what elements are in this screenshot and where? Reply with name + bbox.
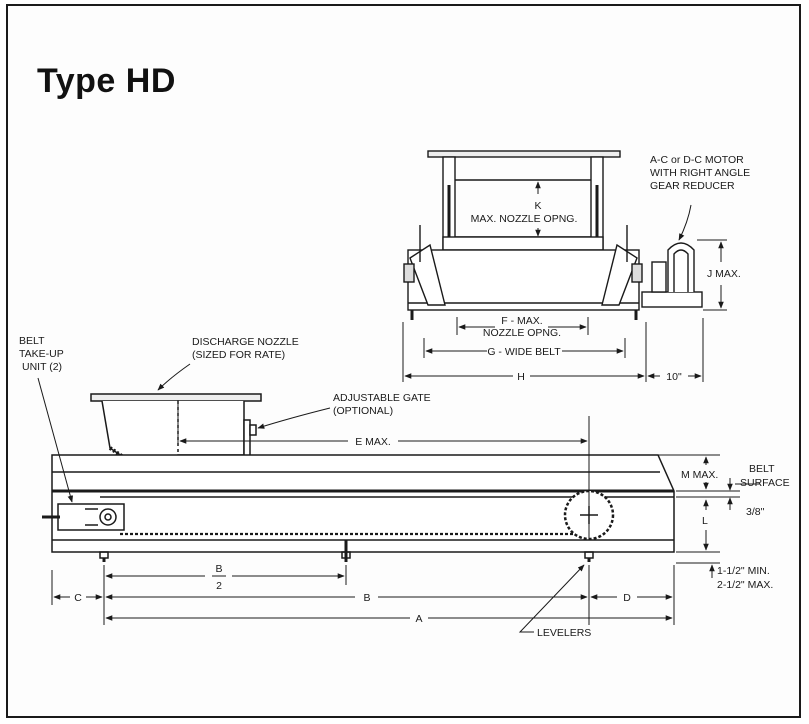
b-half-denominator: 2 [216,580,222,592]
side-view-dimensions [37,363,760,633]
f-sublabel: NOZZLE OPNG. [483,327,561,339]
gate-label-line-1: ADJUSTABLE GATE [333,392,431,404]
nozzle-label-line-2: (SIZED FOR RATE) [192,349,285,361]
nozzle-label-line-1: DISCHARGE NOZZLE [192,336,299,348]
d-label: D [623,592,631,604]
belt-surface-label-line-1: BELT [749,463,775,475]
belt-surface-label-line-2: SURFACE [740,477,790,489]
h-label: H [517,371,525,383]
motor-label-line-3: GEAR REDUCER [650,180,735,192]
a-label: A [415,613,422,625]
drawing-labels: A-C or D-C MOTOR WITH RIGHT ANGLE GEAR R… [19,154,790,639]
end-view-dimensions [402,181,727,382]
side-view [42,393,675,562]
gate-label-line-2: (OPTIONAL) [333,405,393,417]
k-sublabel: MAX. NOZZLE OPNG. [471,213,578,225]
take-up-label-line-1: BELT [19,335,45,347]
end-view [403,150,703,320]
clearance-max-label: 2-1/2" MAX. [717,579,773,591]
f-label: F - MAX. [501,315,542,327]
clearance-min-label: 1-1/2" MIN. [717,565,770,577]
j-label: J MAX. [707,268,741,280]
l-label: L [702,515,708,527]
motor-label-line-1: A-C or D-C MOTOR [650,154,744,166]
e-label: E MAX. [355,436,391,448]
page-title: Type HD [37,62,176,100]
b-half-numerator: B [215,563,222,575]
motor-label-line-2: WITH RIGHT ANGLE [650,167,750,179]
take-up-label-line-2: TAKE-UP [19,348,64,360]
take-up-label-line-3: UNIT (2) [22,361,62,373]
levelers-label: LEVELERS [537,627,591,639]
c-label: C [74,592,82,604]
k-label: K [534,200,541,212]
ten-inch-label: 10" [666,371,682,383]
three-eighths-label: 3/8" [746,506,765,518]
b-label: B [363,592,370,604]
g-label: G - WIDE BELT [487,346,561,358]
m-label: M MAX. [681,469,718,481]
